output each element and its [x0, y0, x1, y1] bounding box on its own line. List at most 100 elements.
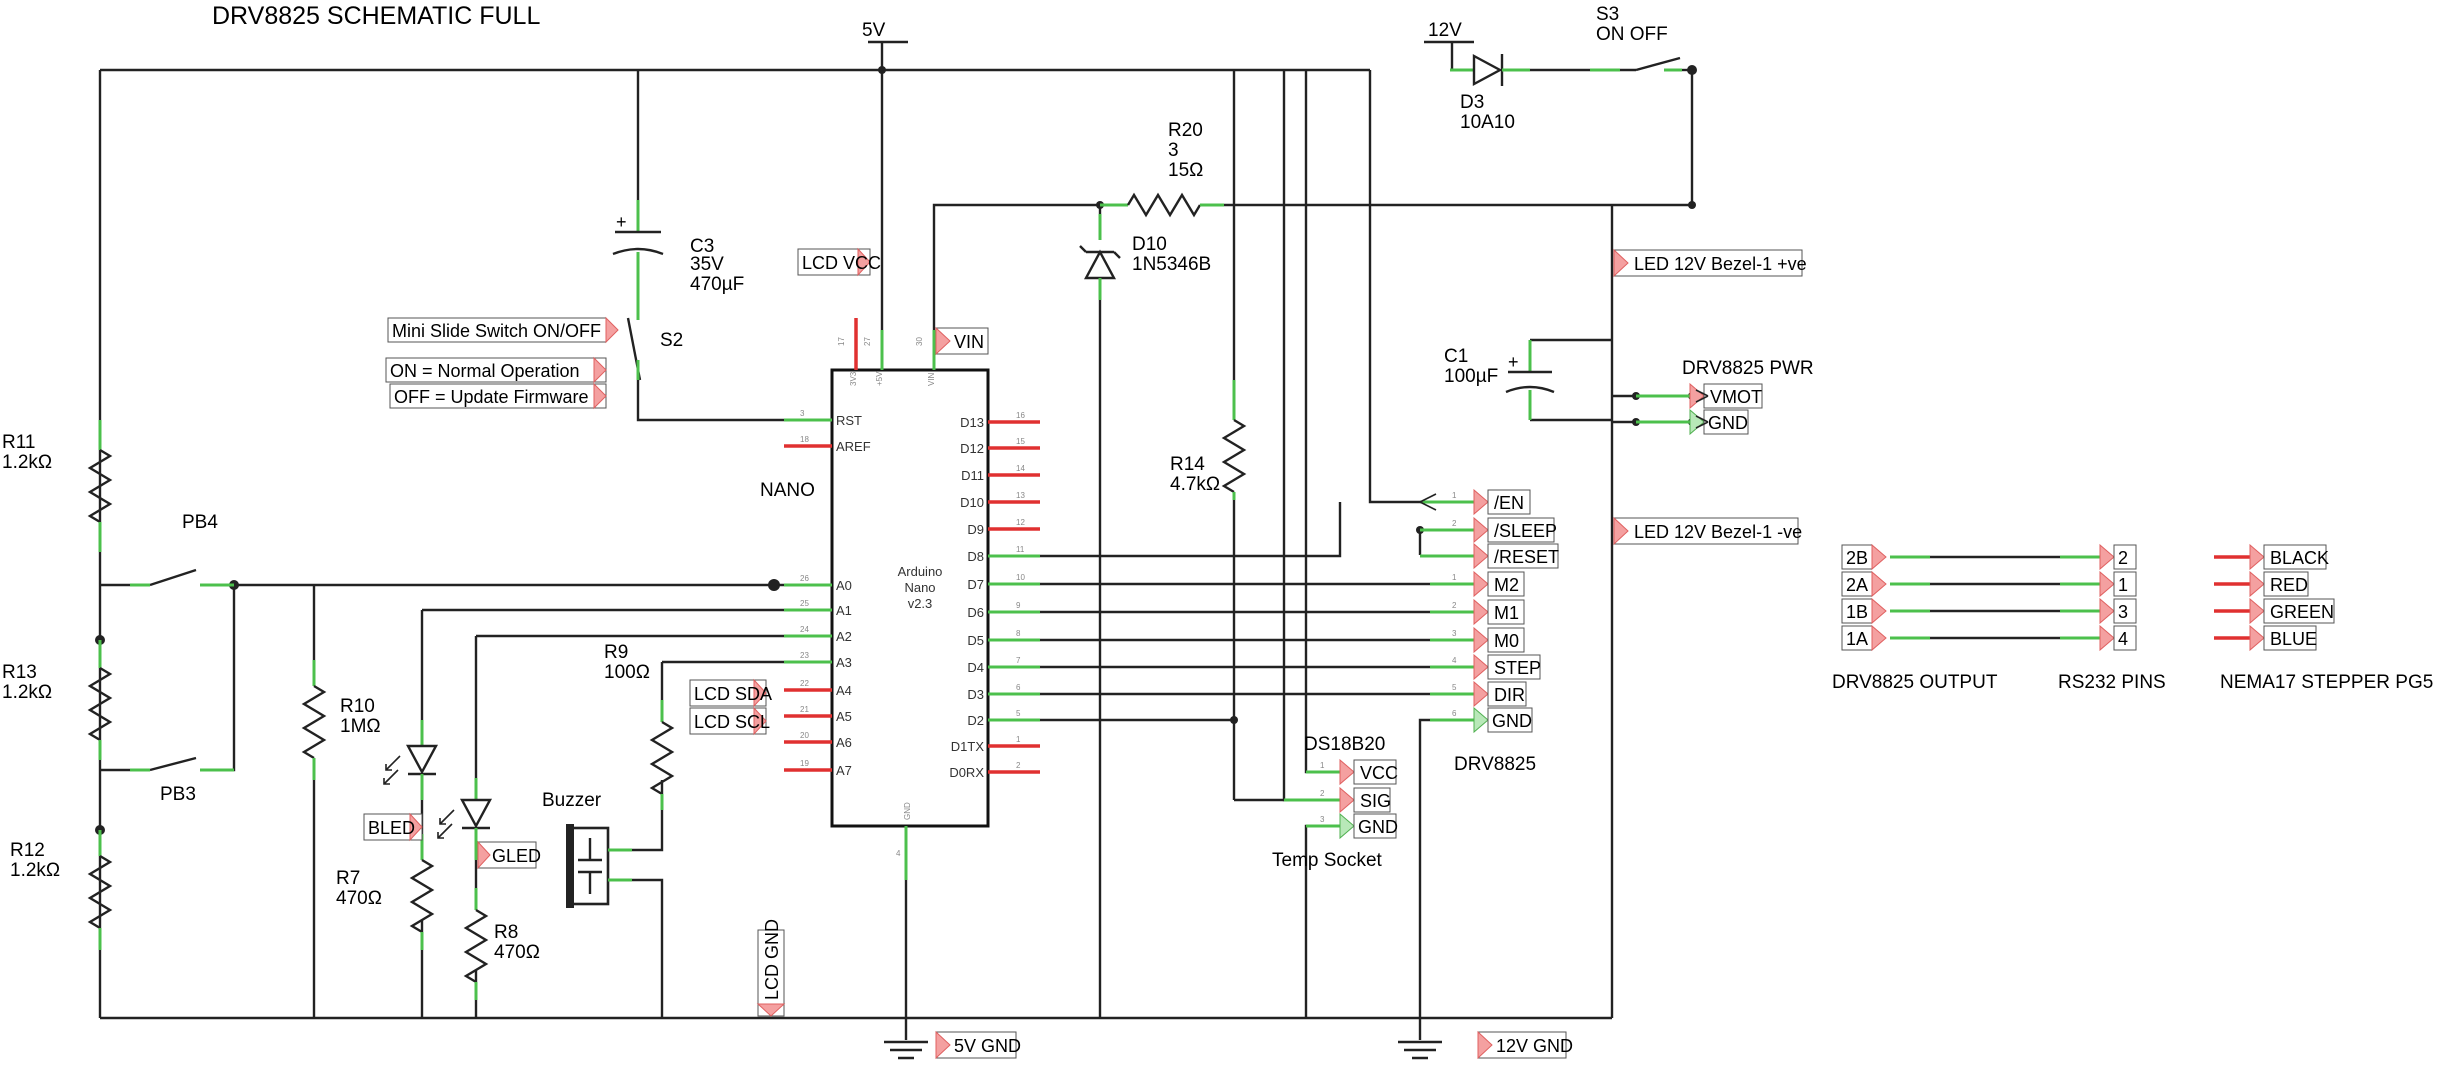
svg-text:D7: D7	[967, 577, 984, 592]
svg-text:16: 16	[1016, 411, 1025, 420]
svg-text:27: 27	[863, 337, 872, 346]
svg-text:7: 7	[1016, 656, 1021, 665]
svg-text:DRV8825 PWR: DRV8825 PWR	[1682, 358, 1814, 379]
svg-text:3: 3	[1168, 140, 1179, 161]
svg-text:5: 5	[1452, 683, 1457, 692]
capacitor-c3: + C3 35V 470µF	[612, 200, 744, 300]
led-bled	[383, 720, 439, 800]
svg-text:STEP: STEP	[1494, 658, 1541, 678]
ground-symbol-12v	[1398, 1018, 1442, 1060]
ground-symbol-5v	[884, 1018, 928, 1060]
svg-text:PB4: PB4	[182, 512, 218, 533]
svg-text:18: 18	[800, 435, 809, 444]
svg-text:+: +	[616, 212, 627, 232]
tag-vin: VIN	[935, 326, 989, 356]
svg-text:A2: A2	[836, 629, 852, 644]
svg-text:ON = Normal Operation: ON = Normal Operation	[390, 361, 580, 381]
svg-text:1: 1	[1320, 761, 1325, 770]
svg-text:22: 22	[800, 679, 809, 688]
switch-s3: S3 ON OFF	[1590, 4, 1682, 72]
svg-text:A4: A4	[836, 683, 852, 698]
tag-bezel-negative: LED 12V Bezel-1 -ve	[1613, 516, 1802, 546]
switch-s2: S2	[626, 300, 683, 381]
svg-text:D12: D12	[960, 441, 984, 456]
svg-text:GND: GND	[1708, 413, 1748, 433]
svg-text:GND: GND	[903, 802, 912, 820]
schematic-title: DRV8825 SCHEMATIC FULL	[212, 2, 540, 30]
svg-text:2: 2	[1016, 761, 1021, 770]
svg-text:LED 12V Bezel-1 -ve: LED 12V Bezel-1 -ve	[1634, 522, 1802, 542]
output-wiring: 2B 2A 1B 1A 2 1 3 4 BLACK RED GREEN	[1832, 543, 2433, 693]
temp-socket-label: Temp Socket	[1272, 850, 1383, 871]
power-5v-label: 5V	[862, 20, 886, 41]
svg-text:R20: R20	[1168, 120, 1203, 141]
svg-text:3: 3	[2118, 602, 2128, 622]
svg-text:D4: D4	[967, 660, 984, 675]
svg-text:6: 6	[1452, 709, 1457, 718]
tag-lcd-gnd: LCD GND	[756, 919, 786, 1017]
resistor-r9: R9 100Ω	[604, 642, 675, 810]
svg-text:BLED: BLED	[368, 818, 415, 838]
svg-text:Mini Slide Switch ON/OFF: Mini Slide Switch ON/OFF	[392, 321, 601, 341]
tag-5v-gnd: 5V GND	[935, 1030, 1021, 1060]
svg-text:2: 2	[2118, 548, 2128, 568]
drv8825-ref: DRV8825	[1454, 754, 1536, 775]
svg-text:D13: D13	[960, 415, 984, 430]
svg-text:25: 25	[800, 599, 809, 608]
svg-text:VIN: VIN	[954, 332, 984, 352]
svg-text:13: 13	[1016, 491, 1025, 500]
pushbutton-pb3: PB3	[130, 768, 234, 805]
ds18b20-connector: DS18B20 VCC SIG GND 1 2 3 Temp Socket	[1272, 734, 1398, 871]
svg-text:1: 1	[1016, 735, 1021, 744]
svg-text:RED: RED	[2270, 575, 2308, 595]
svg-text:A1: A1	[836, 603, 852, 618]
svg-text:1N5346B: 1N5346B	[1132, 254, 1211, 275]
svg-text:30: 30	[915, 337, 924, 346]
svg-text:OFF = Update Firmware: OFF = Update Firmware	[394, 387, 589, 407]
svg-text:R12: R12	[10, 840, 45, 861]
svg-text:5V GND: 5V GND	[954, 1036, 1021, 1056]
resistor-r11: R11 1.2kΩ	[2, 420, 113, 552]
svg-text:12: 12	[1016, 518, 1025, 527]
svg-text:VCC: VCC	[1360, 763, 1398, 783]
svg-text:1.2kΩ: 1.2kΩ	[2, 682, 52, 703]
tag-lcd-scl: LCD SCL	[689, 706, 770, 736]
svg-text:M1: M1	[1494, 603, 1519, 623]
svg-text:9: 9	[1016, 601, 1021, 610]
svg-text:R13: R13	[2, 662, 37, 683]
svg-text:20: 20	[800, 731, 809, 740]
svg-text:R9: R9	[604, 642, 628, 663]
note-slide-switch: Mini Slide Switch ON/OFF	[387, 316, 619, 344]
svg-text:DS18B20: DS18B20	[1304, 734, 1385, 755]
svg-text:BLACK: BLACK	[2270, 548, 2329, 568]
svg-text:D10: D10	[1132, 234, 1167, 255]
power-12v-label: 12V	[1428, 20, 1462, 41]
svg-text:19: 19	[800, 759, 809, 768]
svg-text:1: 1	[2118, 575, 2128, 595]
nema17-label: NEMA17 STEPPER PG5	[2220, 672, 2433, 693]
svg-text:A6: A6	[836, 735, 852, 750]
tag-lcd-sda: LCD SDA	[689, 678, 772, 708]
svg-text:D3: D3	[967, 687, 984, 702]
note-normal-operation: ON = Normal Operation	[385, 356, 607, 384]
svg-text:2: 2	[1320, 789, 1325, 798]
svg-text:2B: 2B	[1846, 548, 1868, 568]
svg-text:R10: R10	[340, 696, 375, 717]
svg-text:15: 15	[1016, 437, 1025, 446]
s2-ref: S2	[660, 330, 683, 351]
svg-text:LCD SCL: LCD SCL	[694, 712, 770, 732]
svg-text:D2: D2	[967, 713, 984, 728]
svg-text:A5: A5	[836, 709, 852, 724]
svg-text:1B: 1B	[1846, 602, 1868, 622]
svg-text:10A10: 10A10	[1460, 112, 1515, 133]
svg-text:1.2kΩ: 1.2kΩ	[10, 860, 60, 881]
resistor-r13: R13 1.2kΩ	[2, 640, 113, 760]
svg-text:14: 14	[1016, 464, 1025, 473]
svg-text:D1TX: D1TX	[951, 739, 985, 754]
svg-text:11: 11	[1016, 545, 1025, 554]
svg-text:A3: A3	[836, 655, 852, 670]
svg-text:LED 12V Bezel-1 +ve: LED 12V Bezel-1 +ve	[1634, 254, 1807, 274]
note-update-firmware: OFF = Update Firmware	[389, 382, 607, 410]
svg-text:2: 2	[1452, 601, 1457, 610]
led-gled	[437, 778, 493, 860]
